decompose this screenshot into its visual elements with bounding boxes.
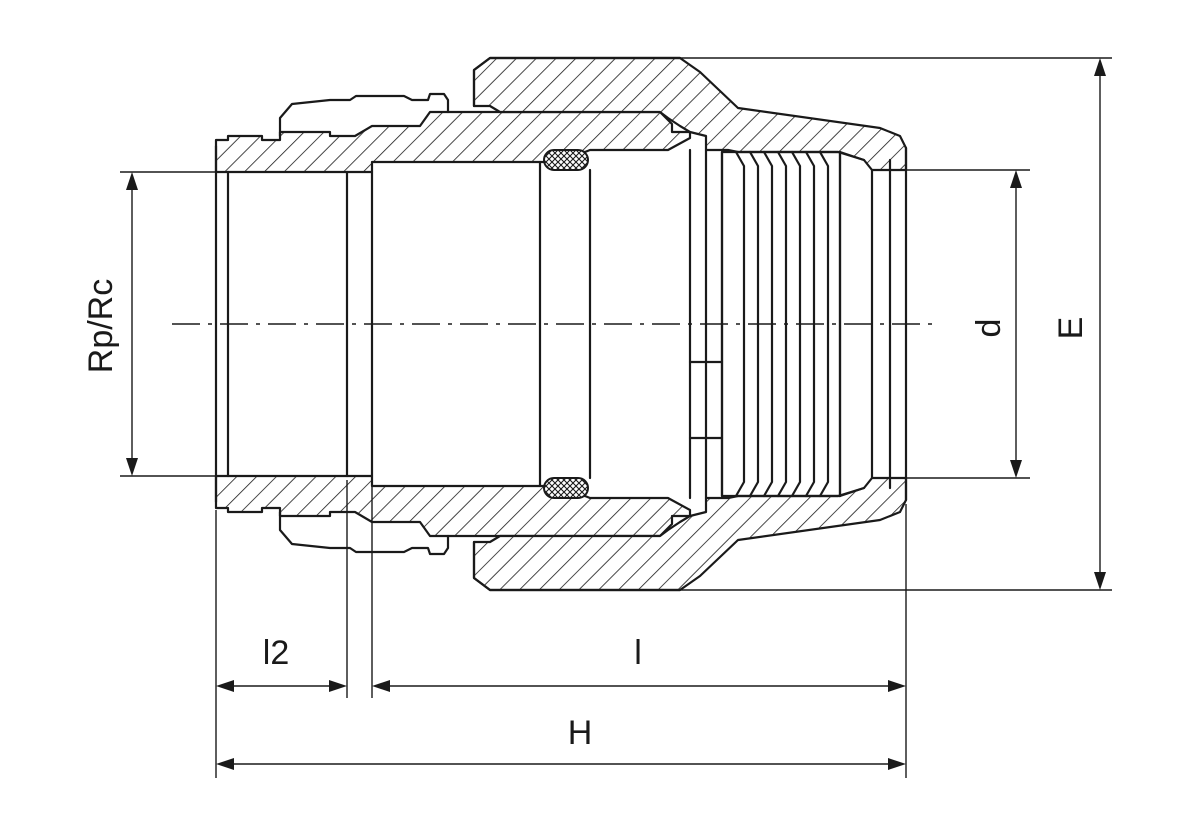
label-rp-rc: Rp/Rc — [82, 279, 120, 373]
male-thread-bottom — [214, 474, 692, 538]
nut-outline-bottom — [472, 540, 682, 592]
label-d: d — [970, 319, 1008, 338]
dimension-extension-lines — [215, 480, 907, 778]
grip-cone — [838, 150, 866, 162]
o-ring-top — [543, 149, 589, 171]
dimension-rp-rc: Rp/Rc — [82, 171, 216, 477]
serration-tooth-7 — [818, 150, 830, 498]
label-l2: l2 — [263, 634, 289, 672]
dimension-l: l — [372, 634, 906, 692]
nut-outline-top — [472, 56, 682, 108]
dimension-l2: l2 — [216, 634, 347, 692]
o-rings — [543, 149, 589, 499]
label-h: H — [568, 714, 593, 752]
hex-collar-bottom — [278, 510, 450, 556]
dimension-d: d — [906, 169, 1030, 479]
dimension-e: E — [680, 57, 1112, 591]
serration-tooth-1 — [734, 150, 746, 498]
dimension-h: H — [216, 714, 906, 770]
label-l: l — [634, 634, 642, 672]
male-thread-top — [214, 110, 692, 174]
hex-collar-top — [278, 92, 450, 138]
grip-cone-b — [838, 486, 866, 498]
o-ring-bottom — [543, 477, 589, 499]
label-e: E — [1052, 317, 1090, 340]
